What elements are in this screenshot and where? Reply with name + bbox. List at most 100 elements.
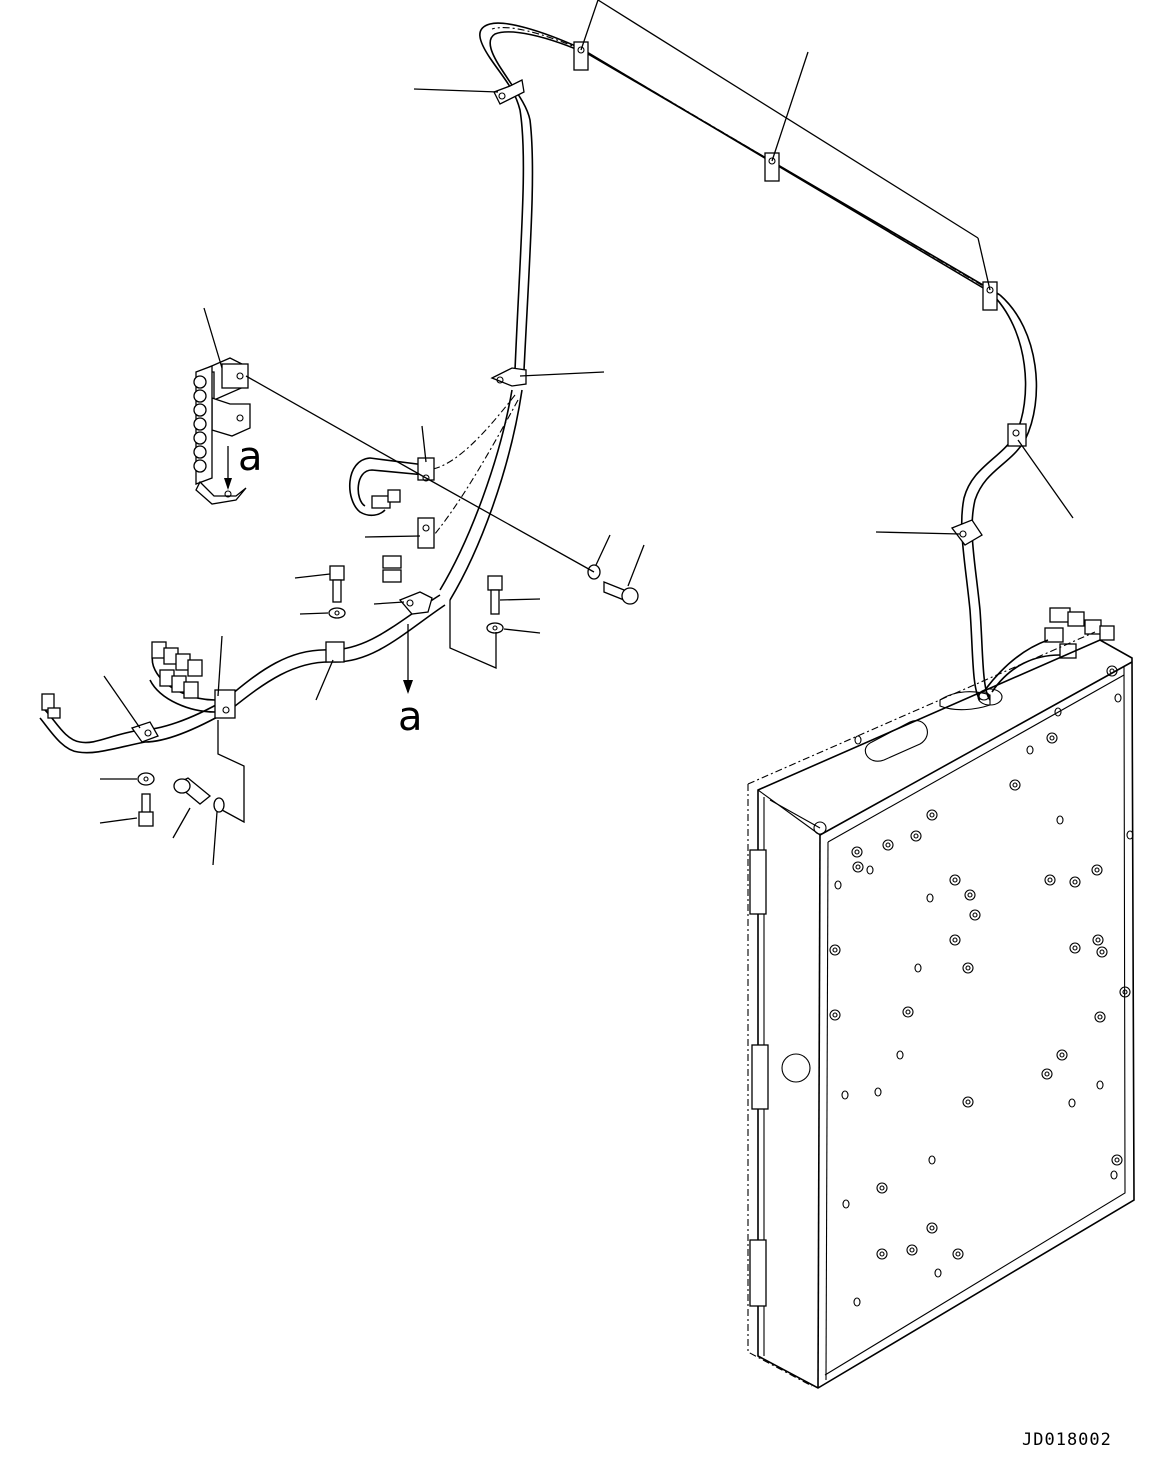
- panel-nut-hole: [929, 1225, 935, 1231]
- panel-nut-hole: [855, 864, 861, 870]
- bolt-center-top: [329, 565, 345, 603]
- panel-nut-hole: [1097, 1014, 1103, 1020]
- clip-upper-3: [982, 281, 998, 311]
- panel-nut-hole: [913, 833, 919, 839]
- panel-nut: [882, 839, 894, 851]
- panel-nut: [962, 1096, 974, 1108]
- terminal-studs: [193, 375, 207, 473]
- panel-nut-hole: [967, 892, 973, 898]
- panel-nut: [1069, 876, 1081, 888]
- panel-nut: [1096, 946, 1108, 958]
- panel-nut-hole: [1049, 735, 1055, 741]
- washer-left-diag: [213, 797, 225, 813]
- panel-nut-hole: [885, 842, 891, 848]
- bolt-diag: [603, 581, 639, 605]
- clip-left-3: [130, 721, 159, 743]
- panel-nut: [964, 889, 976, 901]
- panel-nut: [969, 909, 981, 921]
- clip-top-left: [493, 79, 525, 105]
- connector-mid-upper: [371, 489, 401, 509]
- panel-nut: [876, 1182, 888, 1194]
- connector-left-bundle: [151, 641, 203, 699]
- fasteners: a: [137, 564, 639, 827]
- panel-nut: [1092, 934, 1104, 946]
- connectors: [41, 489, 1115, 719]
- panel-hole: [874, 1087, 882, 1097]
- box-fasteners: [829, 665, 1134, 1307]
- panel-nut-hole: [972, 912, 978, 918]
- panel-nut: [902, 1006, 914, 1018]
- panel-nut: [1094, 1011, 1106, 1023]
- panel-nut-hole: [1099, 949, 1105, 955]
- leader-lines: [99, 0, 1074, 866]
- panel-nut: [1111, 1154, 1123, 1166]
- clip-left-2: [214, 689, 236, 719]
- box-top-features: [769, 688, 1003, 835]
- harness-clips: [130, 41, 1027, 743]
- connector-mid-lower: [382, 555, 402, 583]
- panel-nut: [1119, 986, 1131, 998]
- panel-hole: [1054, 707, 1062, 717]
- panel-hole: [842, 1199, 850, 1209]
- panel-nut-hole: [952, 937, 958, 943]
- panel-hole: [1114, 693, 1122, 703]
- panel-hole: [1068, 1098, 1076, 1108]
- panel-nut-hole: [1095, 937, 1101, 943]
- panel-nut-hole: [952, 877, 958, 883]
- panel-nut-hole: [879, 1251, 885, 1257]
- panel-nut: [1009, 779, 1021, 791]
- panel-hole: [896, 1050, 904, 1060]
- washer-left: [137, 772, 155, 786]
- view-label-a-upper: a: [238, 434, 263, 480]
- clip-right-1: [1007, 423, 1027, 447]
- panel-hole: [834, 880, 842, 890]
- terminal-block: a: [193, 357, 263, 505]
- panel-nut: [952, 1248, 964, 1260]
- connector-panel: [984, 607, 1115, 693]
- panel-nut: [926, 1222, 938, 1234]
- panel-nut-hole: [1047, 877, 1053, 883]
- panel-nut: [1046, 732, 1058, 744]
- panel-nut: [1069, 942, 1081, 954]
- panel-nut-hole: [1122, 989, 1128, 995]
- bolt-left-vertical: [138, 793, 154, 827]
- panel-nut-hole: [929, 812, 935, 818]
- panel-nut: [876, 1248, 888, 1260]
- panel-nut-hole: [965, 1099, 971, 1105]
- panel-hole: [934, 1268, 942, 1278]
- panel-nut: [1056, 1049, 1068, 1061]
- panel-hole: [841, 1090, 849, 1100]
- clip-mid-1: [417, 457, 435, 482]
- panel-nut-hole: [955, 1251, 961, 1257]
- panel-nut: [926, 809, 938, 821]
- drawing-code: JD018002: [1022, 1430, 1112, 1450]
- panel-nut-hole: [832, 947, 838, 953]
- connector-far-left: [41, 693, 61, 719]
- panel-nut: [851, 846, 863, 858]
- panel-hole: [1110, 1170, 1118, 1180]
- panel-nut-hole: [832, 1012, 838, 1018]
- panel-hole: [1056, 815, 1064, 825]
- clip-right-2: [950, 519, 983, 546]
- panel-nut: [949, 934, 961, 946]
- clip-upper-1: [573, 41, 589, 71]
- panel-nut: [829, 1009, 841, 1021]
- panel-nut: [949, 874, 961, 886]
- panel-nut: [1041, 1068, 1053, 1080]
- panel-nut: [1106, 665, 1118, 677]
- bolt-right-top: [487, 575, 503, 615]
- panel-nut-hole: [879, 1185, 885, 1191]
- box-hinges: [749, 849, 769, 1307]
- panel-hole: [866, 865, 874, 875]
- panel-nut: [910, 830, 922, 842]
- clip-mid-2: [417, 517, 435, 549]
- clip-center: [490, 367, 527, 387]
- clip-mid-3: [398, 591, 433, 615]
- bolt-left-diag: [173, 777, 212, 805]
- panel-hole: [928, 1155, 936, 1165]
- panel-nut-hole: [1114, 1157, 1120, 1163]
- washer-right: [486, 622, 504, 634]
- panel-nut: [906, 1244, 918, 1256]
- panel-nut-hole: [1012, 782, 1018, 788]
